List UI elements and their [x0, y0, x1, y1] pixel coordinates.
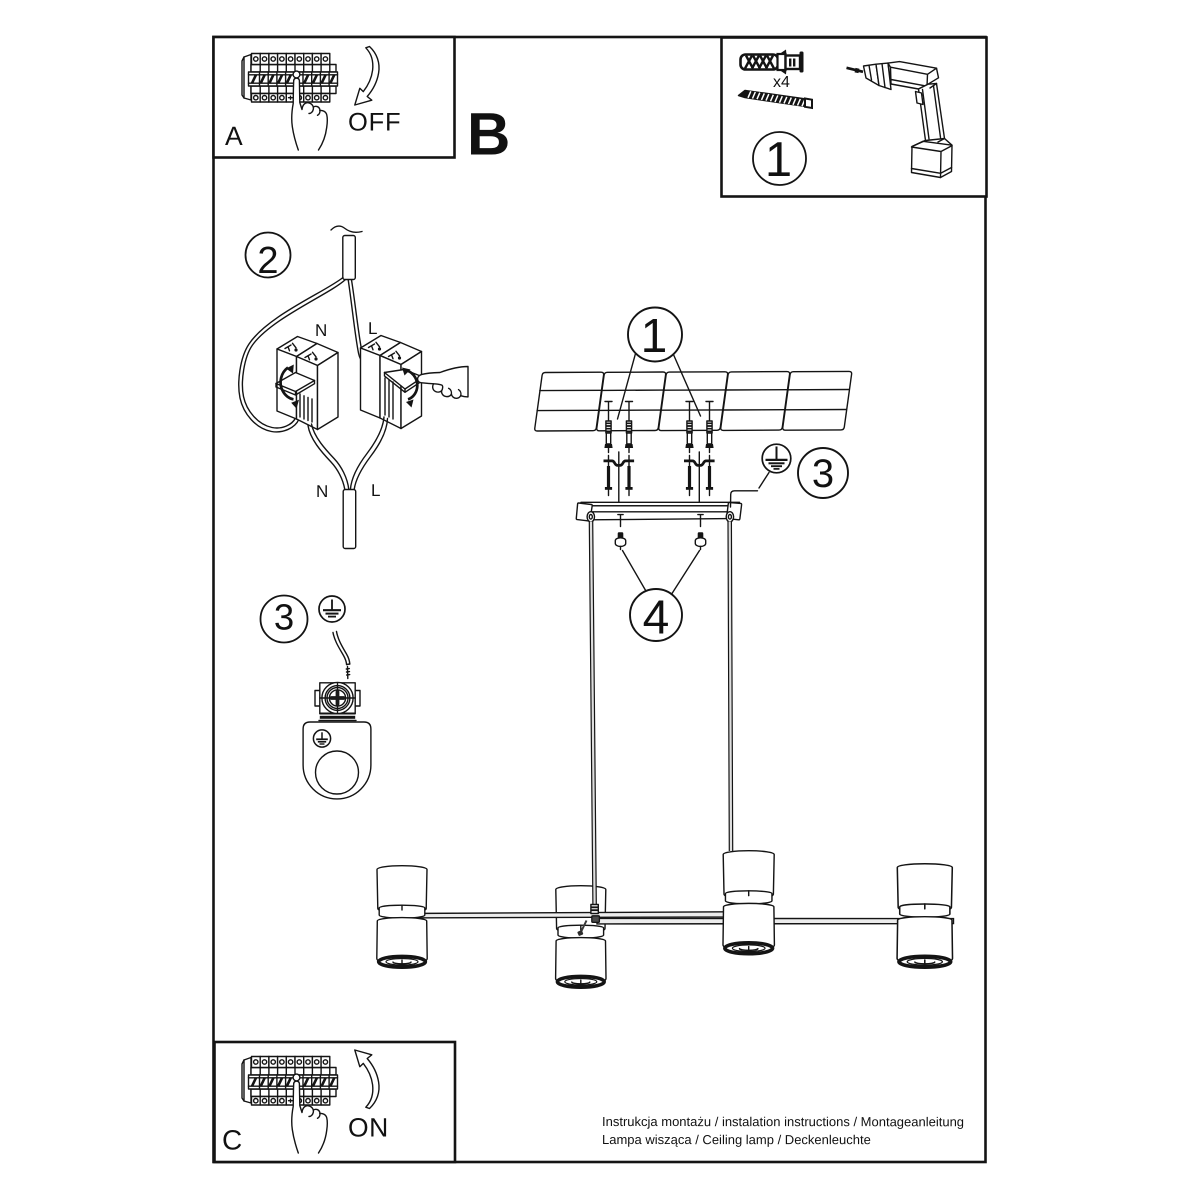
svg-text:1: 1 — [641, 310, 668, 363]
svg-text:OFF: OFF — [348, 109, 401, 137]
svg-text:3: 3 — [812, 452, 834, 496]
svg-text:x4: x4 — [773, 74, 790, 91]
svg-text:1: 1 — [765, 133, 792, 187]
svg-text:2: 2 — [257, 240, 278, 282]
svg-text:N: N — [315, 321, 327, 340]
svg-text:L: L — [368, 319, 377, 338]
svg-text:ON: ON — [348, 1113, 389, 1143]
svg-text:B: B — [467, 101, 510, 168]
svg-text:Instrukcja montażu / instalati: Instrukcja montażu / instalation instruc… — [602, 1114, 964, 1129]
svg-text:L: L — [371, 481, 380, 500]
svg-text:A: A — [225, 121, 243, 151]
svg-text:3: 3 — [274, 596, 294, 637]
svg-text:C: C — [222, 1125, 242, 1156]
svg-text:N: N — [316, 482, 328, 501]
svg-text:4: 4 — [643, 591, 670, 644]
svg-text:Lampa wisząca / Ceiling lamp /: Lampa wisząca / Ceiling lamp / Deckenleu… — [602, 1132, 871, 1147]
